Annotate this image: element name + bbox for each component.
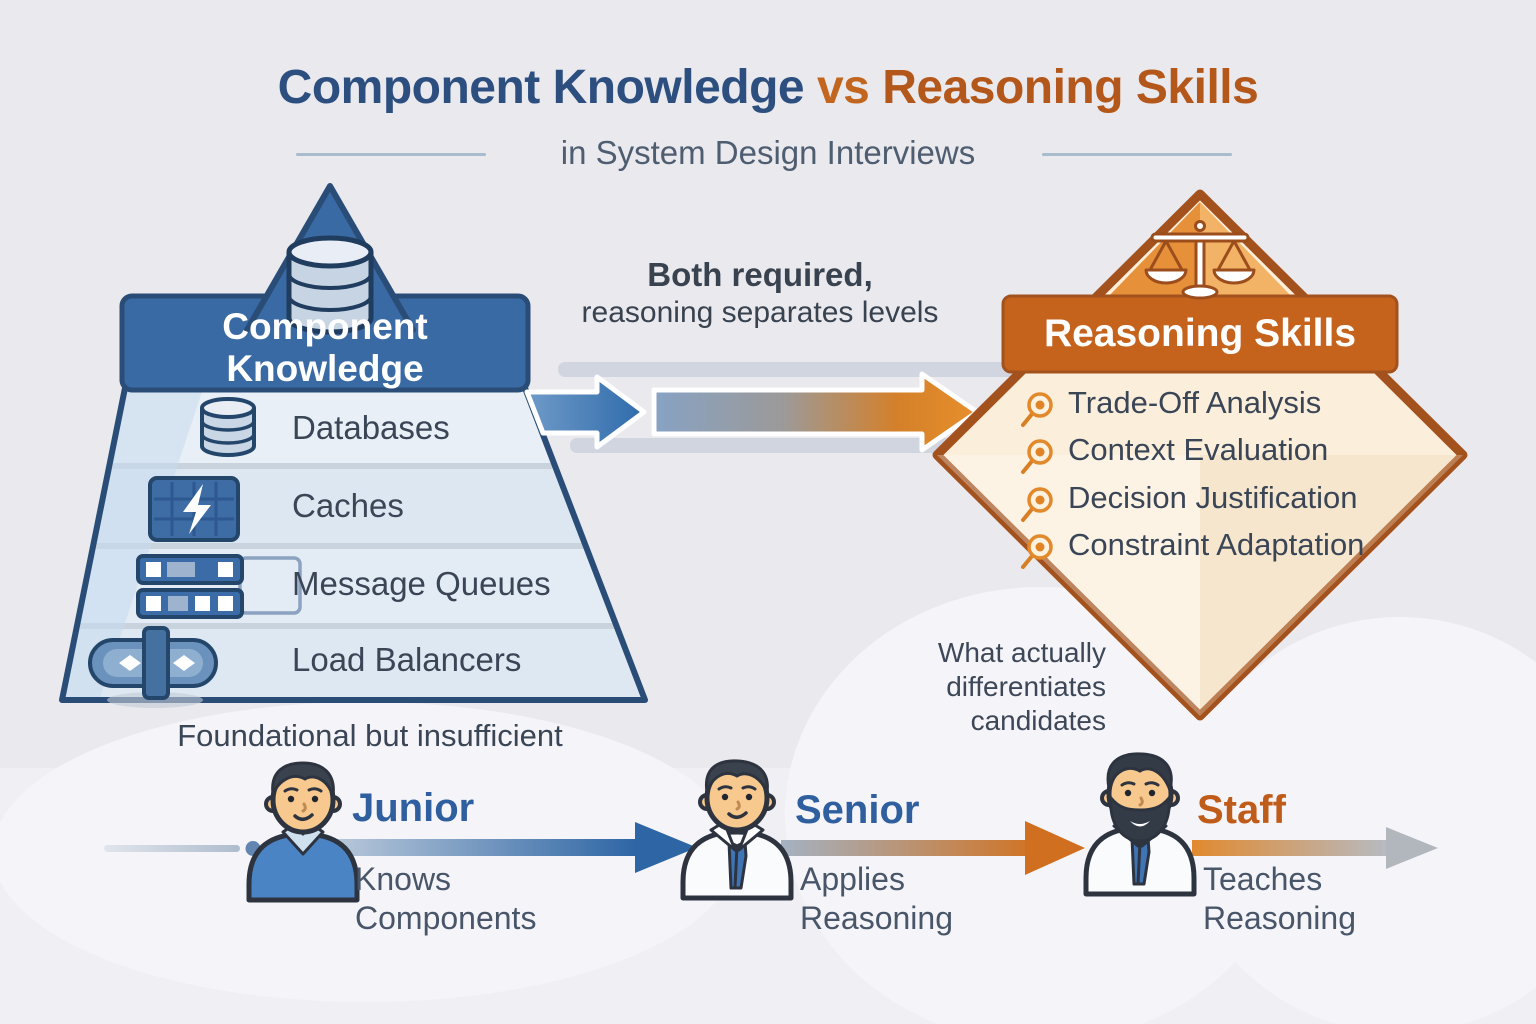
senior-avatar [680,759,794,901]
title-vs: vs [816,61,870,114]
page-title: Component Knowledge vs Reasoning Skills [0,60,1536,115]
staff-onward-bar [1192,840,1386,856]
diamond-header-label: Reasoning Skills [1043,312,1357,355]
gradient-arrow [651,371,980,453]
junior-avatar [246,761,360,903]
junior-label: Junior [352,786,475,830]
staff-onward-arrowhead [1386,827,1438,869]
title-component-knowledge: Component Knowledge [277,61,805,114]
bridge-arrow [524,371,980,453]
subtitle-rule-right [1042,153,1232,156]
magnifier-bullet-icon [1021,392,1053,427]
diamond-item-constraint-adaptation: Constraint Adaptation [1068,527,1365,562]
pyramid-item-caches: Caches [292,487,404,524]
career-ladder-track [104,821,1438,875]
message-queue-icon [136,554,302,619]
junior-description: Knows Components [355,861,537,936]
pyramid-sheen [64,392,202,698]
cache-icon [148,476,240,542]
bridge-text-line1: Both required, [647,256,873,293]
pyramid-item-message-queues: Message Queues [292,565,551,602]
diamond-caption: What actually differentiates candidates [937,637,1106,736]
senior-label: Senior [795,788,920,832]
staff-avatar [1083,752,1197,897]
senior-description: Applies Reasoning [800,861,953,936]
pyramid-caption: Foundational but insufficient [177,718,563,753]
diamond-item-context-evaluation: Context Evaluation [1068,432,1329,467]
page-subtitle: in System Design Interviews [560,134,976,171]
database-icon [200,397,256,457]
pyramid-header-label: Component Knowledge [222,306,428,389]
balance-scale-icon [1144,220,1256,300]
load-balancer-icon [88,626,218,708]
reasoning-diamond [932,189,1468,721]
magnifier-bullet-icon [1021,534,1053,569]
database-icon [286,235,374,335]
staff-label: Staff [1197,788,1286,832]
magnifier-bullet-icon [1021,487,1053,522]
pyramid-item-load-balancers: Load Balancers [292,641,522,678]
magnifier-bullet-icon [1021,439,1053,474]
blue-chevron-arrow [524,374,647,450]
junior-to-senior-bar [333,839,635,856]
diamond-item-decision-justification: Decision Justification [1068,480,1358,515]
diamond-item-trade-off-analysis: Trade-Off Analysis [1068,385,1322,420]
senior-to-staff-bar [781,840,1025,856]
junior-to-senior-arrowhead [635,822,697,873]
staff-description: Teaches Reasoning [1203,861,1356,936]
subtitle-rule-left [296,153,486,156]
senior-to-staff-arrowhead [1025,821,1085,875]
pyramid-item-databases: Databases [292,409,450,446]
component-pyramid [59,183,648,708]
ladder-start-line [104,845,240,852]
bridge-text-line2: reasoning separates levels [581,296,939,329]
title-reasoning-skills: Reasoning Skills [882,61,1259,114]
